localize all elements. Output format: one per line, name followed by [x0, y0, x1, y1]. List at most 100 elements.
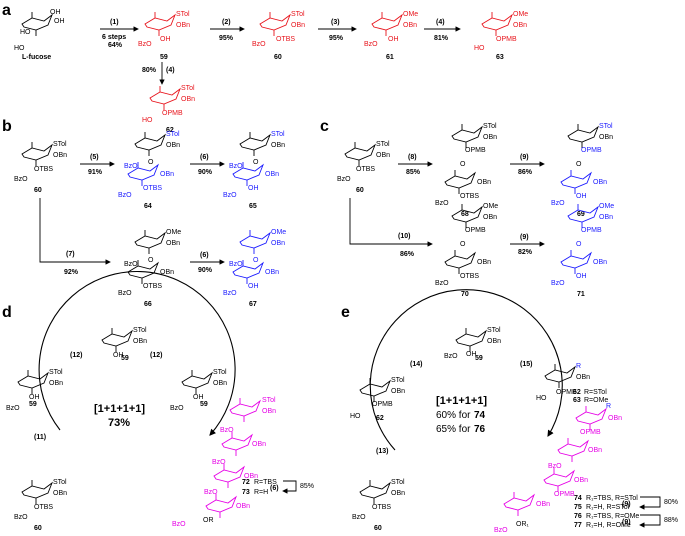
svg-text:64%: 64%: [108, 42, 123, 49]
svg-text:OTBS: OTBS: [34, 166, 53, 173]
svg-text:OBn: OBn: [599, 134, 613, 141]
svg-text:OBn: OBn: [265, 269, 279, 276]
svg-text:HO: HO: [14, 45, 25, 52]
svg-text:OBn: OBn: [244, 473, 258, 480]
arrow-step4b: 80% (4): [142, 62, 175, 85]
svg-text:OTBS: OTBS: [276, 36, 295, 43]
svg-text:80%: 80%: [664, 499, 678, 506]
svg-text:OBn: OBn: [160, 171, 174, 178]
svg-text:(9): (9): [520, 154, 529, 161]
svg-text:OBn: OBn: [133, 338, 147, 345]
svg-text:(4): (4): [166, 67, 175, 74]
arrow-step5: (5) 91%: [80, 154, 115, 176]
compound-66: OMe OBn O BzO OTBS OBn BzO 66: [118, 229, 181, 308]
cycle-arc-e: [369, 289, 563, 451]
svg-text:OR₁: OR₁: [516, 521, 530, 528]
svg-text:STol: STol: [53, 141, 67, 148]
svg-text:BzO: BzO: [118, 192, 132, 199]
svg-text:(4): (4): [436, 19, 445, 26]
arrow-step9b: (9) 82%: [510, 234, 545, 256]
svg-text:OTBS: OTBS: [143, 283, 162, 290]
svg-text:91%: 91%: [88, 169, 103, 176]
product-72-73-labels: 72 R=TBS 73 R=H (6) 85%: [242, 479, 314, 496]
svg-text:BzO: BzO: [551, 200, 565, 207]
svg-text:OH: OH: [248, 185, 259, 192]
yield-76-num: 76: [474, 424, 486, 435]
svg-text:OMe: OMe: [599, 203, 614, 210]
svg-text:85%: 85%: [300, 483, 314, 490]
svg-text:OBn: OBn: [291, 22, 305, 29]
svg-text:OPMB: OPMB: [372, 401, 393, 408]
compound-59-d2: STol OBn OH BzO 59: [6, 369, 63, 412]
compound-64: STol OBn O BzO OTBS OBn BzO 64: [118, 131, 180, 210]
svg-text:OH: OH: [54, 18, 65, 25]
svg-text:BzO: BzO: [435, 200, 449, 207]
svg-text:OPMB: OPMB: [581, 227, 602, 234]
svg-text:STol: STol: [599, 123, 613, 130]
step13-label: (13): [376, 448, 388, 455]
svg-text:BzO: BzO: [124, 261, 138, 268]
svg-text:R₁=TBS, R=STol: R₁=TBS, R=STol: [586, 495, 638, 502]
svg-text:OPMB: OPMB: [465, 147, 486, 154]
svg-text:STol: STol: [483, 123, 497, 130]
svg-text:85%: 85%: [406, 169, 421, 176]
svg-text:BzO: BzO: [548, 463, 562, 470]
svg-text:62: 62: [573, 389, 581, 396]
svg-text:OBn: OBn: [271, 240, 285, 247]
compound-59-d1: STol OBn OH 59: [101, 327, 147, 362]
list-item: 74: [574, 495, 582, 502]
svg-text:95%: 95%: [329, 35, 344, 42]
svg-text:OTBS: OTBS: [356, 166, 375, 173]
svg-text:BzO: BzO: [435, 280, 449, 287]
svg-text:OTBS: OTBS: [34, 504, 53, 511]
svg-text:OBn: OBn: [49, 380, 63, 387]
svg-text:92%: 92%: [64, 269, 79, 276]
product-74-77: R OBn OPMB OBn BzO OBn OPMB OBn BzO OR₁: [494, 403, 622, 534]
arrow-step9a: (9) 86%: [510, 154, 545, 176]
compound-65: STol OBn O BzO OH OBn BzO 65: [223, 131, 285, 210]
product-74-77-list: 74 R₁=TBS, R=STol 75 R₁=H, R=STol 76 R₁=…: [574, 495, 678, 529]
svg-text:OBn: OBn: [593, 179, 607, 186]
step12b-label: (12): [150, 352, 162, 359]
svg-text:OBn: OBn: [593, 259, 607, 266]
compound-60-e: STol OBn OTBS BzO 60: [352, 479, 405, 532]
svg-text:HO: HO: [20, 29, 31, 36]
svg-text:OBn: OBn: [588, 447, 602, 454]
svg-text:OBn: OBn: [483, 214, 497, 221]
svg-text:OPMB: OPMB: [465, 227, 486, 234]
svg-text:BzO: BzO: [223, 290, 237, 297]
step12a-label: (12): [70, 352, 82, 359]
cycle-arc-d: [38, 271, 236, 436]
arrow-step10: (10) 86%: [349, 198, 433, 258]
svg-text:R: R: [606, 403, 611, 410]
svg-text:70: 70: [461, 291, 469, 298]
center-label-d: [1+1+1+1]: [94, 403, 145, 415]
compound-63: OMe OBn OPMB HO 63: [474, 11, 528, 61]
svg-text:BzO: BzO: [118, 290, 132, 297]
arrow-step6a: (6) 90%: [190, 154, 225, 176]
svg-text:OBn: OBn: [166, 240, 180, 247]
svg-text:60: 60: [34, 187, 42, 194]
svg-text:BzO: BzO: [14, 514, 28, 521]
svg-text:OR: OR: [203, 517, 214, 524]
svg-text:66: 66: [144, 301, 152, 308]
svg-text:HO: HO: [536, 395, 547, 402]
svg-text:73: 73: [242, 489, 250, 496]
svg-text:OH: OH: [113, 352, 124, 359]
svg-text:OBn: OBn: [176, 22, 190, 29]
svg-text:OBn: OBn: [213, 380, 227, 387]
svg-text:BzO: BzO: [551, 280, 565, 287]
svg-text:OMe: OMe: [166, 229, 181, 236]
svg-text:STol: STol: [262, 397, 276, 404]
svg-text:STol: STol: [49, 369, 63, 376]
arrow-step7: (7) 92%: [39, 198, 111, 276]
svg-text:O: O: [148, 159, 154, 166]
yield-76-text: 65% for: [436, 424, 471, 435]
svg-text:OTBS: OTBS: [460, 193, 479, 200]
compound-60-c: STol OBn OTBS BzO 60: [337, 141, 390, 194]
svg-text:59: 59: [121, 355, 129, 362]
svg-text:BzO: BzO: [204, 489, 218, 496]
svg-text:(6): (6): [270, 485, 279, 492]
svg-text:BzO: BzO: [138, 41, 152, 48]
step15-label: (15): [520, 361, 532, 368]
